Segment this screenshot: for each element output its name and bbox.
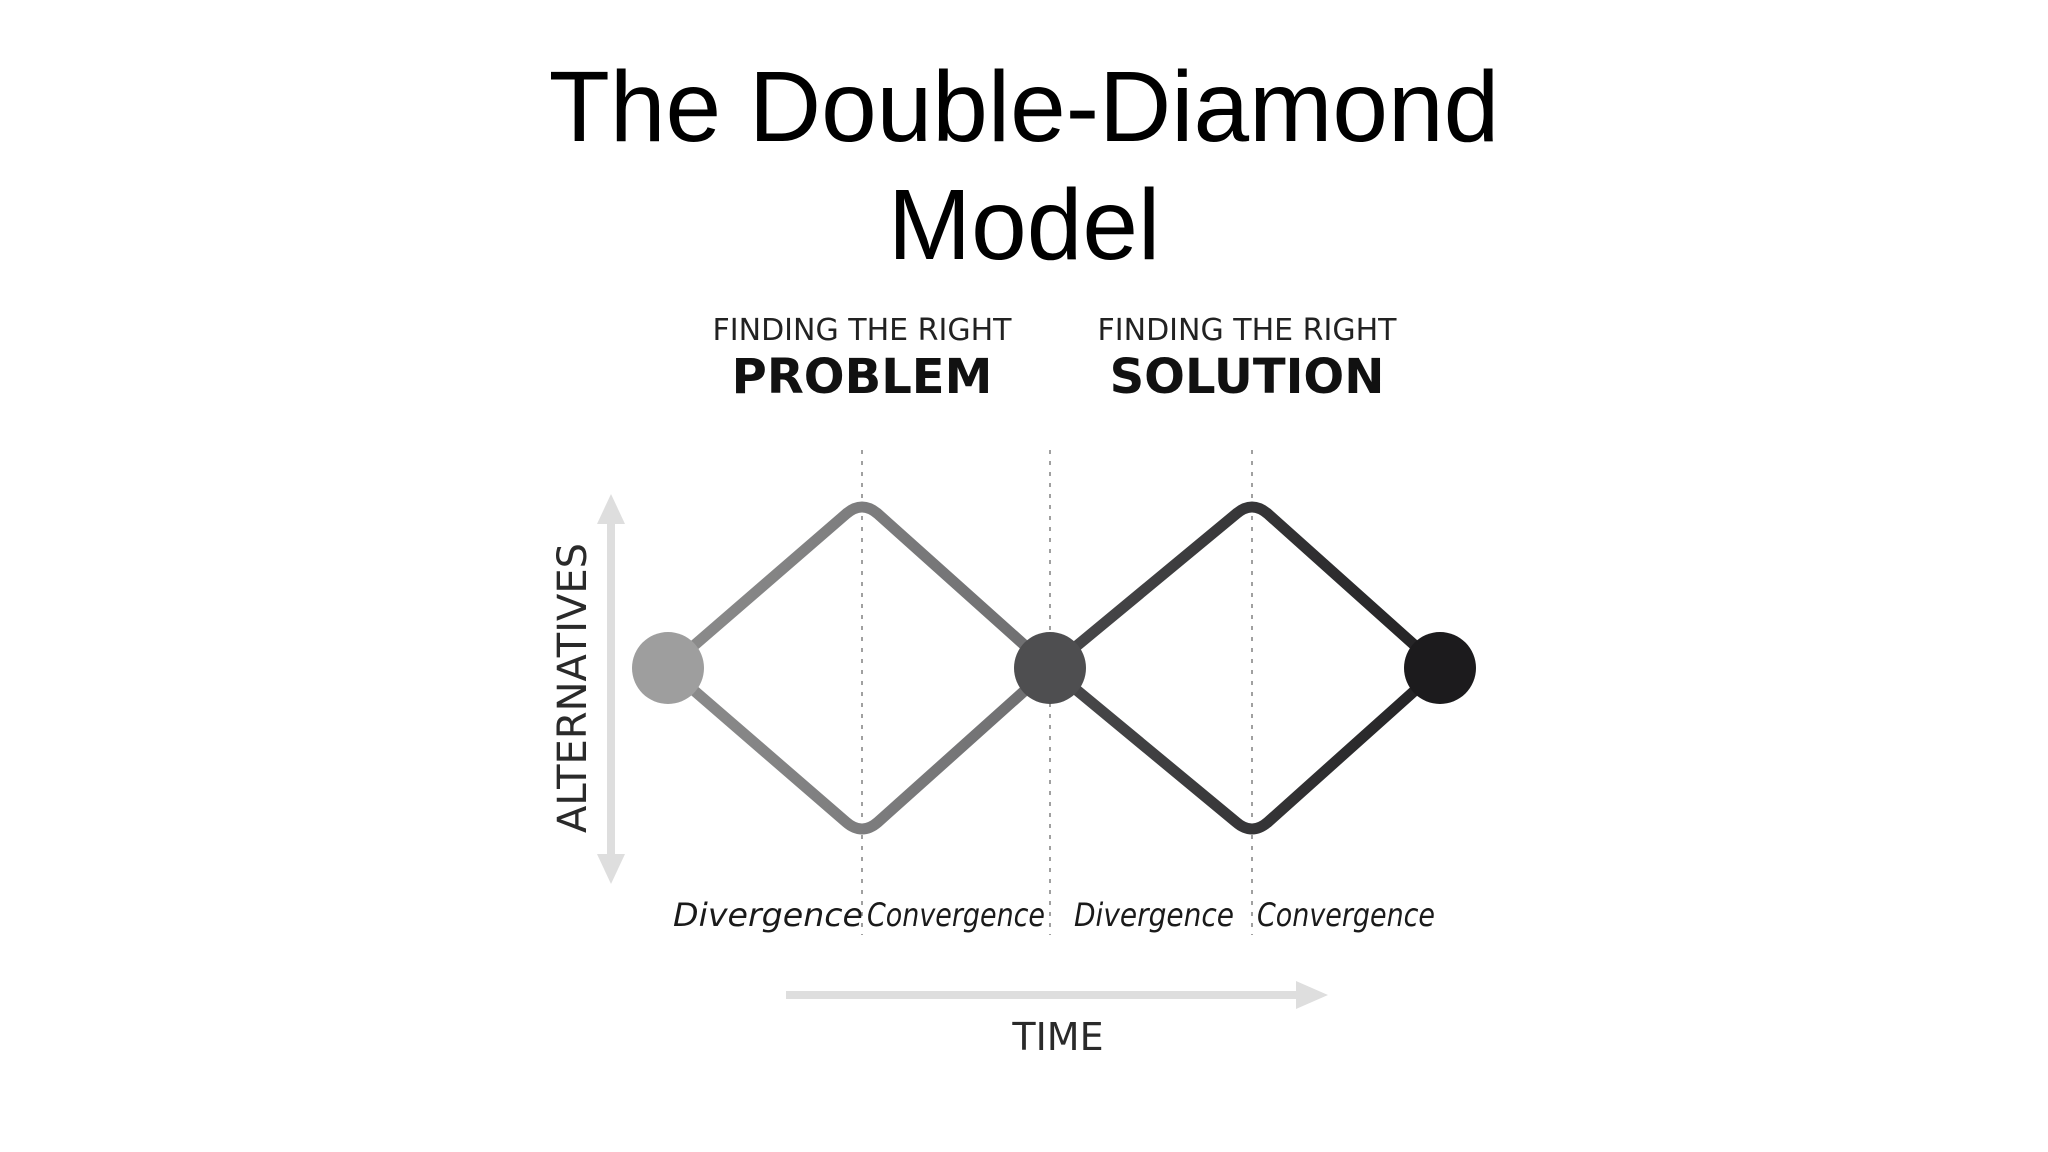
phase-2-name: SOLUTION [1110, 349, 1385, 405]
time-axis-arrow [786, 981, 1328, 1009]
node-middle [1014, 632, 1086, 704]
node-start [632, 632, 704, 704]
stage-label-3: Divergence [1074, 896, 1234, 934]
time-axis-label: TIME [1011, 1015, 1103, 1059]
stage-label-1: Divergence [673, 896, 863, 934]
alternatives-axis-arrow [597, 494, 625, 884]
diamond-solution [1044, 501, 1446, 835]
phase-2-kicker: FINDING THE RIGHT [1098, 313, 1398, 348]
phase-1-kicker: FINDING THE RIGHT [713, 313, 1013, 348]
slide-title-line-1: The Double-Diamond [548, 51, 1500, 163]
alternatives-axis-label: ALTERNATIVES [550, 543, 596, 833]
slide-title: The Double-Diamond Model [0, 48, 2048, 284]
diamond-problem [662, 501, 1056, 835]
node-end [1404, 632, 1476, 704]
stage-label-4: Convergence [1257, 896, 1435, 934]
stage-label-2: Convergence [867, 896, 1045, 934]
slide-title-line-2: Model [887, 169, 1161, 281]
phase-1-name: PROBLEM [732, 349, 993, 405]
